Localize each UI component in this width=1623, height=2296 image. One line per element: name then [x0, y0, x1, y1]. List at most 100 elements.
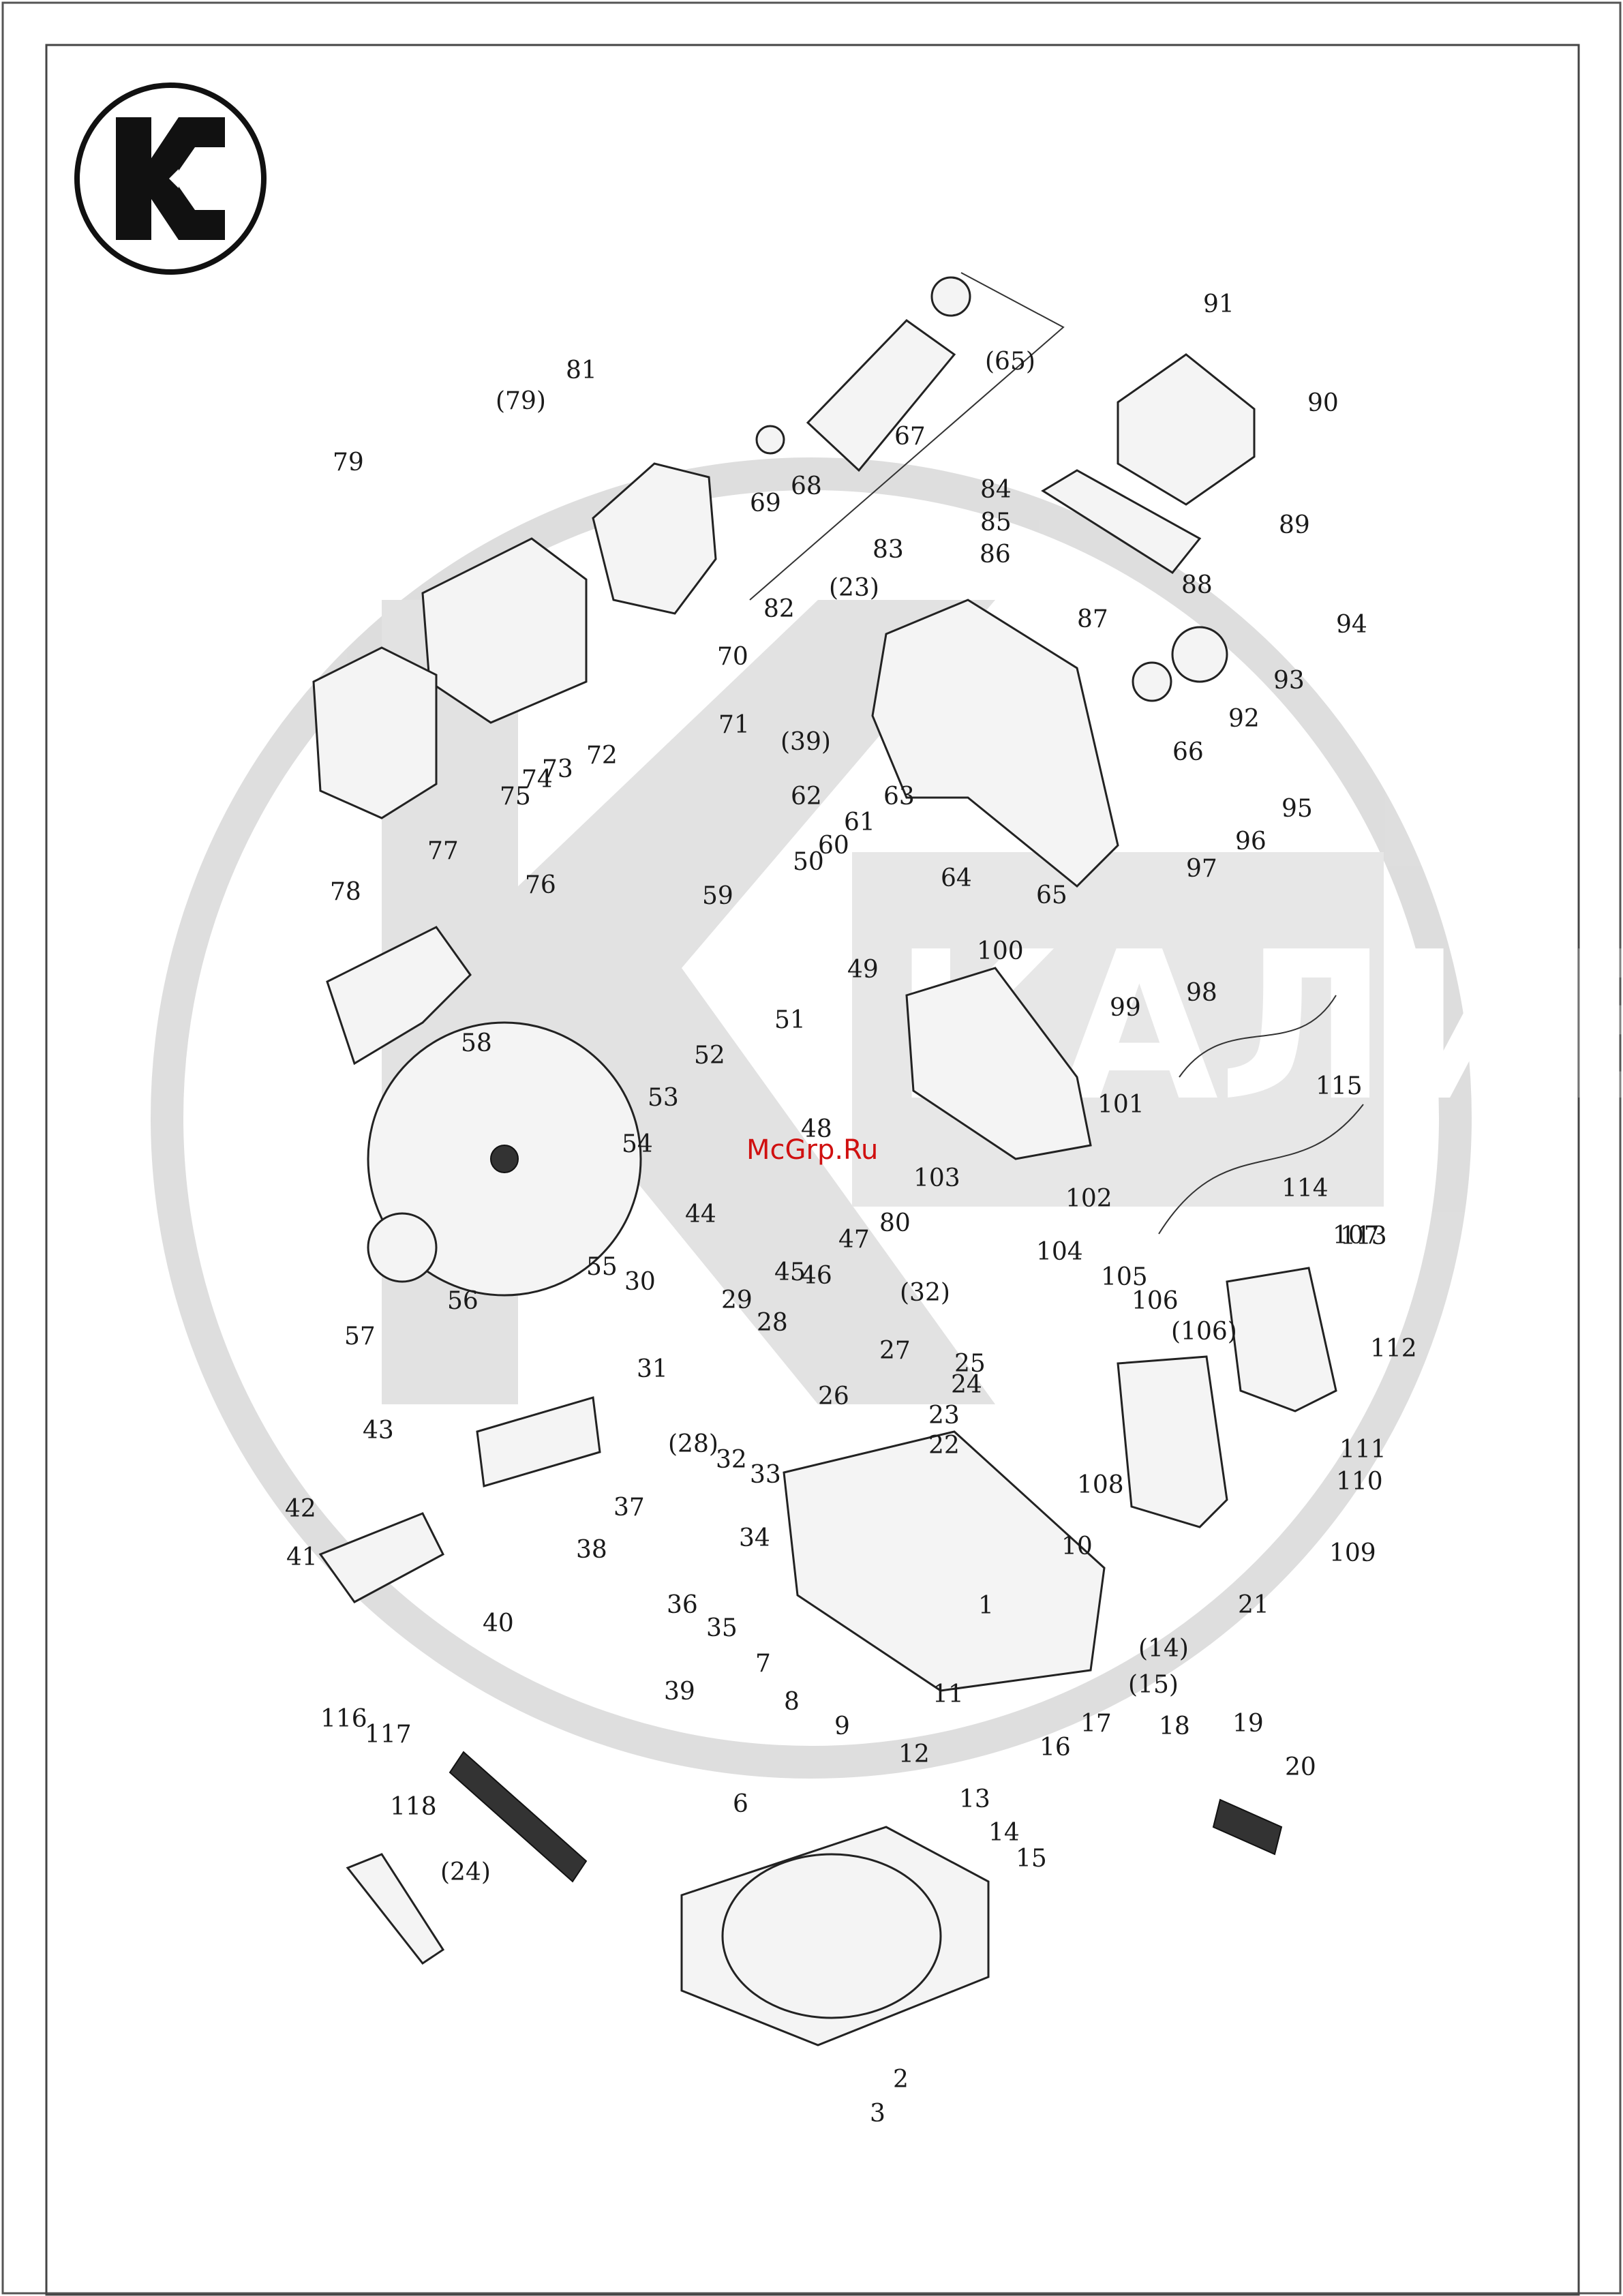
part-label: 14 — [988, 1819, 1020, 1847]
part-label: 76 — [525, 871, 556, 899]
part-label: 38 — [576, 1536, 607, 1564]
part-label: 47 — [838, 1226, 870, 1254]
part-label: 116 — [320, 1705, 367, 1733]
part-label: 67 — [894, 423, 926, 451]
part-label: 81 — [566, 357, 597, 384]
part-label: 98 — [1186, 979, 1217, 1007]
part-label: 99 — [1110, 994, 1141, 1022]
brand-logo — [74, 82, 267, 275]
part-label: 12 — [898, 1740, 930, 1768]
part-label: 34 — [739, 1524, 770, 1552]
part-label: 2 — [893, 2066, 909, 2094]
part-label: 13 — [959, 1785, 990, 1813]
part-label: 6 — [733, 1790, 748, 1818]
part-label: 29 — [721, 1286, 753, 1314]
part-label: 89 — [1279, 511, 1310, 539]
part-label: 115 — [1316, 1072, 1363, 1100]
part-label: 58 — [461, 1029, 492, 1057]
part-label: 112 — [1370, 1335, 1417, 1363]
part-label: (106) — [1171, 1318, 1237, 1346]
part-label: 92 — [1228, 705, 1260, 733]
part-label: 106 — [1132, 1287, 1179, 1315]
part-label: 55 — [586, 1253, 618, 1281]
part-label: 43 — [363, 1417, 394, 1445]
part-label: 62 — [791, 783, 822, 811]
part-label: 60 — [818, 832, 849, 860]
part-label: 64 — [941, 864, 972, 892]
part-label: 36 — [667, 1591, 698, 1619]
part-label: 95 — [1281, 795, 1313, 823]
part-label: 39 — [664, 1678, 695, 1706]
part-label: 61 — [844, 809, 875, 836]
part-label: 49 — [847, 956, 879, 984]
part-label: 8 — [784, 1688, 800, 1716]
part-label: 27 — [879, 1337, 911, 1365]
part-label: 42 — [285, 1495, 316, 1523]
part-label: 65 — [1036, 881, 1067, 909]
part-label: 22 — [928, 1432, 960, 1460]
part-label: 46 — [801, 1262, 832, 1290]
part-label: 17 — [1080, 1710, 1112, 1738]
part-label: 9 — [834, 1712, 850, 1740]
part-label: 63 — [883, 783, 915, 811]
part-label: 25 — [954, 1350, 986, 1378]
part-label: 75 — [500, 783, 531, 811]
part-label: 85 — [980, 509, 1012, 537]
part-label: 71 — [718, 711, 750, 739]
part-label: (23) — [829, 574, 879, 602]
part-label: (32) — [900, 1279, 950, 1307]
part-label: 117 — [365, 1721, 412, 1749]
part-label: 1 — [978, 1592, 994, 1620]
part-label: 82 — [763, 595, 795, 623]
part-label: (28) — [668, 1430, 718, 1458]
part-label: 3 — [870, 2100, 885, 2128]
part-label: 88 — [1181, 571, 1213, 599]
part-label: 97 — [1186, 855, 1217, 883]
part-label: (65) — [985, 348, 1035, 376]
part-label: 31 — [637, 1355, 668, 1383]
content-border — [45, 44, 1580, 2296]
part-label: 74 — [521, 766, 553, 794]
part-label: (39) — [780, 728, 831, 756]
part-label: 108 — [1077, 1471, 1124, 1499]
part-label: 77 — [427, 837, 459, 865]
part-label: 109 — [1329, 1539, 1376, 1567]
part-label: 28 — [757, 1309, 788, 1337]
part-label: 44 — [685, 1200, 716, 1228]
part-label: 102 — [1065, 1185, 1112, 1213]
part-label: 94 — [1336, 611, 1367, 639]
part-label: 101 — [1097, 1091, 1144, 1119]
part-label: 68 — [791, 472, 822, 500]
part-label: 87 — [1077, 605, 1108, 633]
part-label: 118 — [390, 1793, 437, 1821]
part-label: 70 — [717, 643, 748, 671]
part-label: 35 — [706, 1614, 738, 1642]
part-label: 114 — [1281, 1175, 1329, 1203]
part-label: 107 — [1333, 1222, 1380, 1250]
part-label: 7 — [755, 1650, 771, 1678]
part-label: 79 — [333, 449, 364, 477]
part-label: 50 — [793, 848, 824, 876]
part-label: 51 — [774, 1006, 806, 1034]
part-label: 83 — [873, 536, 904, 564]
part-label: 100 — [977, 937, 1024, 965]
part-label: 11 — [932, 1680, 964, 1708]
part-label: 56 — [447, 1287, 479, 1315]
part-label: 59 — [702, 882, 733, 910]
part-label: 48 — [801, 1115, 832, 1143]
part-label: 113 — [1340, 1222, 1387, 1250]
part-label: 105 — [1101, 1263, 1148, 1291]
part-label: 30 — [624, 1268, 656, 1296]
part-label: 80 — [879, 1209, 911, 1237]
part-label: 73 — [542, 755, 573, 783]
part-label: 40 — [483, 1610, 514, 1637]
part-label: 72 — [586, 742, 618, 770]
part-label: 37 — [613, 1494, 645, 1522]
part-label: 20 — [1285, 1753, 1316, 1781]
part-label: 69 — [750, 489, 781, 517]
part-label: 24 — [951, 1371, 982, 1399]
parts-drawings — [312, 272, 1364, 2046]
part-label: 33 — [750, 1461, 781, 1489]
part-label: 45 — [774, 1258, 806, 1286]
